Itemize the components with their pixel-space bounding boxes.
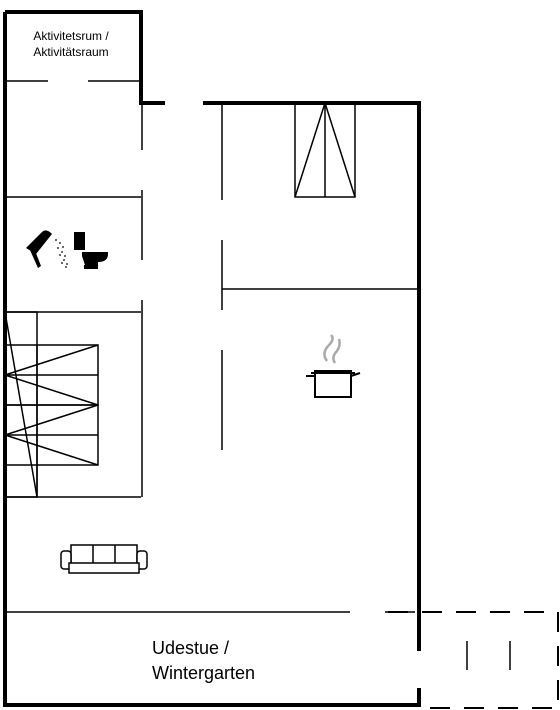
interior-walls: [5, 103, 419, 498]
winter-garden-label-line1: Udestue /: [152, 638, 230, 658]
terrace-outline: [388, 611, 559, 709]
top-staircase: [294, 102, 356, 198]
shower-icon: [26, 230, 68, 268]
toilet-icon: [74, 232, 108, 269]
activity-room-label-line2: Aktivitätsraum: [33, 45, 109, 59]
staircase-icon: [4, 311, 99, 498]
winter-garden-label-line2: Wintergarten: [152, 663, 256, 683]
cooking-pot-icon: [306, 334, 361, 398]
activity-room-label: Aktivitetsrum / Aktivitätsraum: [10, 28, 132, 60]
outer-walls: [3, 10, 421, 707]
winter-garden-label: Udestue / Wintergarten: [152, 636, 255, 686]
activity-room-label-line1: Aktivitetsrum /: [33, 29, 109, 43]
sofa-icon: [60, 544, 148, 574]
